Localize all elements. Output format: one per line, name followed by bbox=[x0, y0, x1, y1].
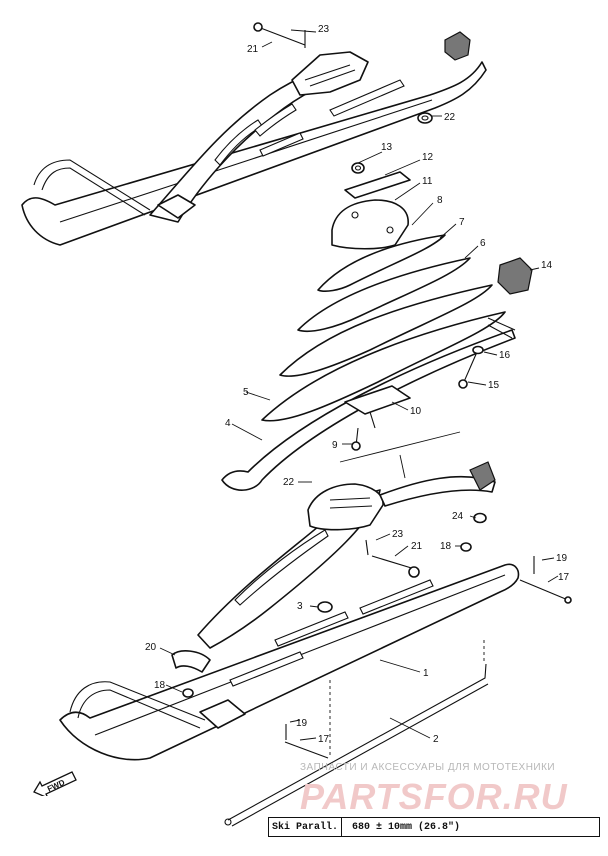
callout-7: 7 bbox=[459, 217, 465, 228]
callout-12: 12 bbox=[422, 152, 434, 163]
callout-24: 24 bbox=[452, 511, 464, 522]
upper-ski bbox=[21, 22, 487, 246]
spec-label: Ski Parall. bbox=[269, 818, 342, 836]
callout-numbers: 23 21 22 13 12 11 8 7 6 14 16 15 10 5 4 … bbox=[145, 24, 570, 745]
callout-22-top: 22 bbox=[444, 112, 456, 123]
callout-8: 8 bbox=[437, 195, 443, 206]
callout-23-top: 23 bbox=[318, 24, 330, 35]
callout-9: 9 bbox=[332, 440, 338, 451]
lower-ski bbox=[59, 461, 572, 827]
callout-19-right: 19 bbox=[556, 553, 568, 564]
callout-22-mid: 22 bbox=[283, 477, 295, 488]
callout-3: 3 bbox=[297, 601, 303, 612]
callout-17-left: 17 bbox=[318, 734, 330, 745]
callout-2: 2 bbox=[433, 734, 439, 745]
callout-10: 10 bbox=[410, 406, 422, 417]
callout-15: 15 bbox=[488, 380, 500, 391]
fwd-label: FWD bbox=[46, 778, 67, 794]
callout-18-left: 18 bbox=[154, 680, 166, 691]
spec-table: Ski Parall. 680 ± 10mm (26.8") bbox=[268, 817, 600, 837]
forward-direction-arrow: FWD bbox=[32, 770, 78, 800]
exploded-parts bbox=[221, 162, 533, 491]
watermark-subtitle: ЗАПЧАСТИ И АКСЕССУАРЫ ДЛЯ МОТОТЕХНИКИ bbox=[300, 762, 556, 773]
callout-21-top: 21 bbox=[247, 44, 259, 55]
callout-1: 1 bbox=[423, 668, 429, 679]
callout-17-right: 17 bbox=[558, 572, 570, 583]
callout-20: 20 bbox=[145, 642, 157, 653]
callout-21-bottom: 21 bbox=[411, 541, 423, 552]
callout-5: 5 bbox=[243, 387, 249, 398]
callout-14: 14 bbox=[541, 260, 553, 271]
callout-4: 4 bbox=[225, 418, 231, 429]
leader-lines bbox=[159, 29, 559, 741]
watermark-logo: PARTSFOR.RU bbox=[300, 776, 568, 817]
spec-value: 680 ± 10mm (26.8") bbox=[352, 821, 461, 833]
callout-16: 16 bbox=[499, 350, 511, 361]
callout-11: 11 bbox=[422, 176, 433, 187]
callout-19-left: 19 bbox=[296, 718, 308, 729]
callout-6: 6 bbox=[480, 238, 486, 249]
callout-13: 13 bbox=[381, 142, 393, 153]
callout-18-right: 18 bbox=[440, 541, 452, 552]
callout-23-bottom: 23 bbox=[392, 529, 404, 540]
